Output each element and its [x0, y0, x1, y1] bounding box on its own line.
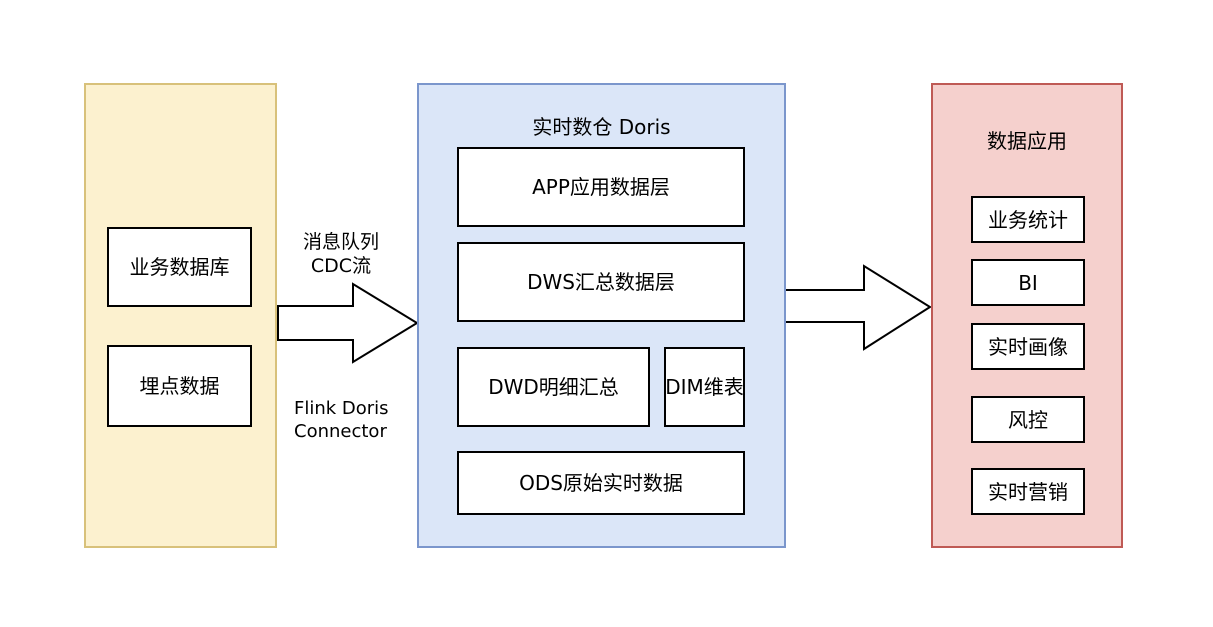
source-node-business-db: 业务数据库 — [107, 227, 252, 307]
ingest-arrow-label-top-line1: 消息队列 — [302, 231, 379, 253]
app-node-realtime-profile: 实时画像 — [971, 323, 1085, 370]
warehouse-panel-title: 实时数仓 Doris — [532, 115, 671, 139]
ingest-arrow-icon — [277, 282, 419, 364]
ingest-arrow-label-bottom-line1: Flink Doris — [294, 398, 389, 419]
serve-arrow-icon — [784, 264, 932, 351]
ingest-arrow-label-bottom: Flink Doris Connector — [294, 397, 424, 443]
app-node-realtime-marketing: 实时营销 — [971, 468, 1085, 515]
applications-panel-title: 数据应用 — [987, 129, 1067, 153]
warehouse-node-app-layer: APP应用数据层 — [457, 147, 745, 227]
sources-panel — [84, 83, 277, 548]
warehouse-node-dim-table: DIM维表 — [664, 347, 745, 427]
app-node-risk-control: 风控 — [971, 396, 1085, 443]
ingest-arrow-label-bottom-line2: Connector — [294, 421, 387, 442]
app-node-business-stats: 业务统计 — [971, 196, 1085, 243]
warehouse-node-ods-layer: ODS原始实时数据 — [457, 451, 745, 515]
warehouse-node-dws-layer: DWS汇总数据层 — [457, 242, 745, 322]
warehouse-node-dwd-layer: DWD明细汇总 — [457, 347, 650, 427]
ingest-arrow-label-top-line2: CDC流 — [310, 255, 372, 277]
app-node-bi: BI — [971, 259, 1085, 306]
ingest-arrow-label-top: 消息队列 CDC流 — [283, 230, 399, 278]
source-node-tracking-data: 埋点数据 — [107, 345, 252, 427]
